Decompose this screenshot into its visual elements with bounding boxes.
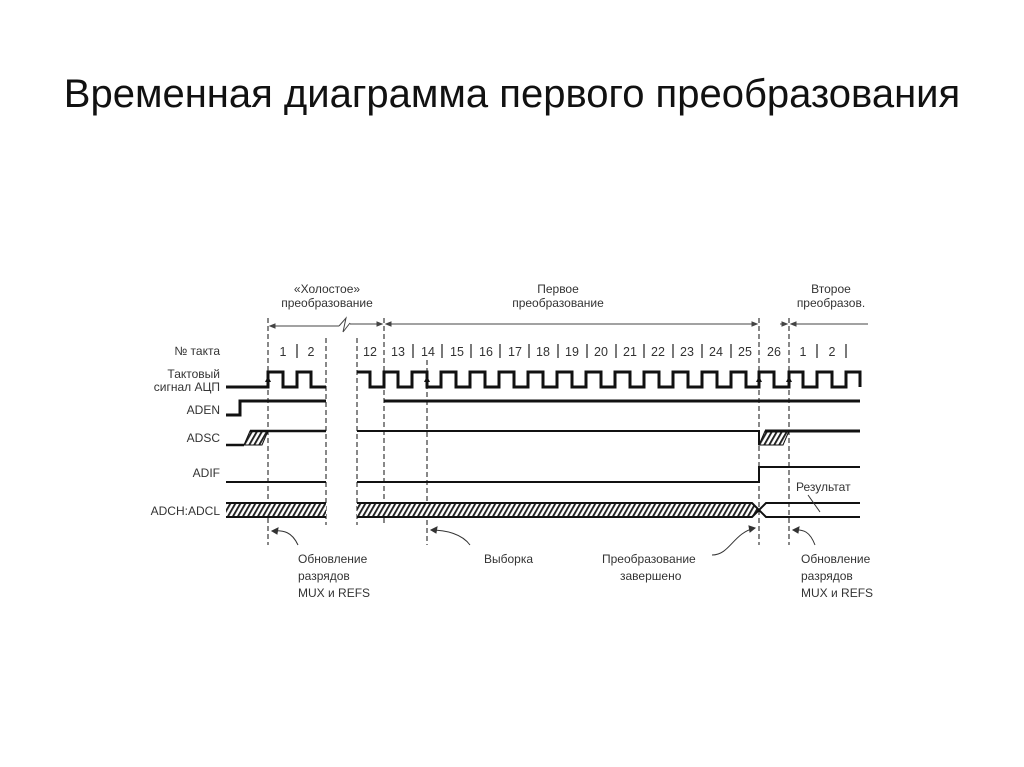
annotations: Обновление разрядов MUX и REFS Выборка П… xyxy=(298,552,873,600)
tick-number: 20 xyxy=(594,345,608,359)
tick-number: 13 xyxy=(391,345,405,359)
label-clock-1: Тактовый xyxy=(167,367,220,381)
annotation-mux1-l1: Обновление xyxy=(298,552,368,566)
tick-number: 21 xyxy=(623,345,637,359)
adsc-signal xyxy=(226,429,860,447)
label-tick-row: № такта xyxy=(174,344,220,358)
phase-headers: «Холостое» преобразование Первое преобра… xyxy=(281,282,865,310)
tick-number: 18 xyxy=(536,345,550,359)
adch-adcl-signal xyxy=(226,502,860,518)
annotation-done-l2: завершено xyxy=(620,569,682,583)
annotation-done-l1: Преобразование xyxy=(602,552,696,566)
signal-labels: № такта Тактовый сигнал АЦП ADEN ADSC AD… xyxy=(151,344,221,518)
annotation-mux2-l1: Обновление xyxy=(801,552,871,566)
phase-first-line1: Первое xyxy=(537,282,579,296)
annotation-mux1-l2: разрядов xyxy=(298,569,350,583)
tick-number: 2 xyxy=(308,345,315,359)
phase-dummy-line1: «Холостое» xyxy=(294,282,360,296)
phase-second-line2: преобразов. xyxy=(797,296,865,310)
phase-span-arrows xyxy=(268,316,868,333)
tick-number: 26 xyxy=(767,345,781,359)
adif-signal xyxy=(226,466,860,483)
phase-dummy-line2: преобразование xyxy=(281,296,373,310)
tick-number: 23 xyxy=(680,345,694,359)
label-clock-2: сигнал АЦП xyxy=(154,380,220,394)
annotation-mux2-l3: MUX и REFS xyxy=(801,586,873,600)
clock-edge-arrows xyxy=(265,376,792,382)
tick-number: 16 xyxy=(479,345,493,359)
clock-signal xyxy=(226,370,862,389)
label-adch-adcl: ADCH:ADCL xyxy=(151,504,221,518)
label-adif: ADIF xyxy=(193,466,220,480)
tick-number: 1 xyxy=(800,345,807,359)
tick-number: 17 xyxy=(508,345,522,359)
aden-signal xyxy=(226,399,860,417)
tick-number: 14 xyxy=(421,345,435,359)
result-pointer xyxy=(807,494,821,513)
tick-number: 12 xyxy=(363,345,377,359)
phase-first-line2: преобразование xyxy=(512,296,604,310)
result-label: Результат xyxy=(796,480,851,494)
phase-second-line1: Второе xyxy=(811,282,851,296)
tick-number: 19 xyxy=(565,345,579,359)
slide-title: Временная диаграмма первого преобразован… xyxy=(63,72,961,116)
tick-number: 2 xyxy=(829,345,836,359)
label-adsc: ADSC xyxy=(187,431,221,445)
tick-number: 1 xyxy=(280,345,287,359)
tick-number: 22 xyxy=(651,345,665,359)
label-aden: ADEN xyxy=(187,403,220,417)
annotation-mux1-l3: MUX и REFS xyxy=(298,586,370,600)
annotation-sample: Выборка xyxy=(484,552,533,566)
annotation-pointers xyxy=(270,525,816,556)
tick-number: 15 xyxy=(450,345,464,359)
tick-number: 25 xyxy=(738,345,752,359)
tick-number: 24 xyxy=(709,345,723,359)
annotation-mux2-l2: разрядов xyxy=(801,569,853,583)
tick-separators xyxy=(296,344,847,358)
